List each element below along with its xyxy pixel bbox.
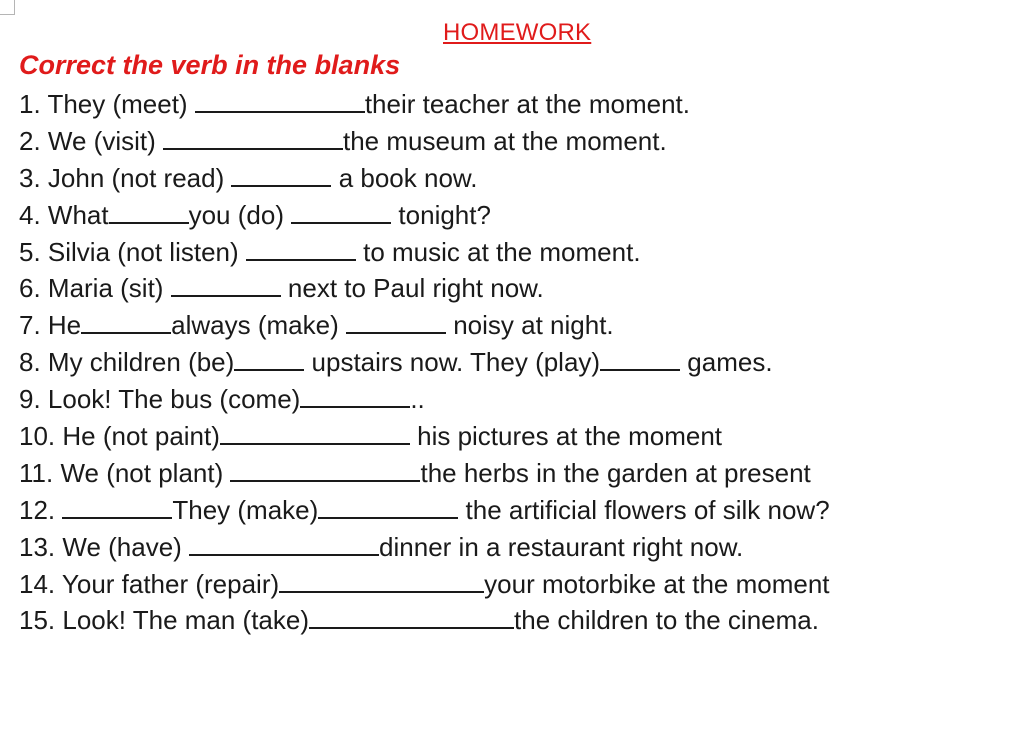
item-text: 13. We (have): [19, 531, 190, 562]
exercise-list: 1. They (meet) their teacher at the mome…: [19, 86, 830, 639]
item-text: tonight?: [391, 199, 491, 230]
item-text: always (make): [171, 310, 346, 341]
answer-blank[interactable]: [291, 200, 392, 224]
item-text: upstairs now. They (play): [304, 347, 601, 378]
item-text: ..: [410, 384, 425, 415]
answer-blank[interactable]: [300, 384, 411, 409]
item-text: noisy at night.: [445, 310, 614, 341]
item-text: you (do): [188, 199, 292, 230]
item-text: the herbs in the garden at present: [420, 457, 811, 488]
exercise-item-7: 7. He always (make) noisy at night.: [19, 307, 830, 344]
answer-blank[interactable]: [309, 605, 515, 630]
item-text: 7. He: [19, 310, 82, 341]
exercise-item-12: 12. They (make) the artificial flowers o…: [19, 492, 830, 529]
item-text: their teacher at the moment.: [364, 89, 690, 119]
item-text: your motorbike at the moment: [484, 568, 830, 599]
exercise-item-2: 2. We (visit) the museum at the moment.: [19, 123, 830, 160]
item-text: 12.: [19, 494, 63, 525]
item-text: 11. We (not plant): [19, 457, 231, 488]
item-text: the artificial flowers of silk now?: [458, 494, 830, 525]
exercise-item-8: 8. My children (be) upstairs now. They (…: [19, 344, 830, 381]
answer-blank[interactable]: [108, 200, 189, 224]
item-text: 2. We (visit): [19, 125, 163, 156]
item-text: They (make): [172, 494, 319, 525]
item-text: 3. John (not read): [19, 162, 232, 193]
item-text: 14. Your father (repair): [19, 568, 280, 599]
item-text: 10. He (not paint): [19, 421, 220, 452]
item-text: 8. My children (be): [19, 347, 235, 378]
answer-blank[interactable]: [345, 310, 446, 335]
exercise-item-3: 3. John (not read) a book now.: [19, 160, 830, 197]
item-text: to music at the moment.: [355, 236, 641, 267]
answer-blank[interactable]: [219, 421, 410, 446]
item-text: 6. Maria (sit): [19, 273, 171, 304]
exercise-item-10: 10. He (not paint) his pictures at the m…: [19, 418, 830, 455]
exercise-item-9: 9. Look! The bus (come)..: [19, 381, 830, 418]
answer-blank[interactable]: [62, 495, 173, 519]
worksheet-instruction: Correct the verb in the blanks: [19, 50, 401, 80]
answer-blank[interactable]: [194, 89, 365, 113]
item-text: 9. Look! The bus (come): [19, 384, 301, 415]
answer-blank[interactable]: [279, 569, 485, 593]
answer-blank[interactable]: [170, 273, 281, 298]
answer-blank[interactable]: [81, 310, 172, 335]
item-text: 5. Silvia (not listen): [19, 236, 246, 267]
exercise-item-14: 14. Your father (repair) your motorbike a…: [19, 566, 830, 603]
item-text: games.: [680, 347, 773, 378]
exercise-item-1: 1. They (meet) their teacher at the mome…: [19, 86, 830, 123]
exercise-item-13: 13. We (have) dinner in a restaurant rig…: [19, 529, 830, 566]
item-text: 15. Look! The man (take): [19, 605, 310, 636]
item-text: the children to the cinema.: [514, 605, 819, 636]
item-text: 1. They (meet): [19, 89, 195, 119]
item-text: the museum at the moment.: [342, 125, 667, 156]
answer-blank[interactable]: [318, 495, 459, 519]
worksheet-title: HOMEWORK: [443, 19, 592, 46]
item-text: next to Paul right now.: [280, 273, 544, 304]
exercise-item-5: 5. Silvia (not listen) to music at the m…: [19, 234, 830, 271]
exercise-item-11: 11. We (not plant) the herbs in the gard…: [19, 455, 830, 492]
answer-blank[interactable]: [189, 532, 380, 556]
answer-blank[interactable]: [600, 347, 681, 372]
item-text: dinner in a restaurant right now.: [379, 531, 744, 562]
answer-blank[interactable]: [245, 237, 356, 261]
answer-blank[interactable]: [230, 458, 421, 482]
answer-blank[interactable]: [234, 347, 305, 372]
item-text: 4. What: [19, 199, 109, 230]
exercise-item-15: 15. Look! The man (take) the children to …: [19, 602, 830, 639]
item-text: his pictures at the moment: [409, 421, 723, 452]
exercise-item-6: 6. Maria (sit) next to Paul right now.: [19, 270, 830, 307]
answer-blank[interactable]: [162, 126, 343, 150]
item-text: a book now.: [331, 162, 478, 193]
corner-mark: [0, 0, 15, 15]
answer-blank[interactable]: [231, 163, 332, 187]
exercise-item-4: 4. What you (do) tonight?: [19, 197, 830, 234]
